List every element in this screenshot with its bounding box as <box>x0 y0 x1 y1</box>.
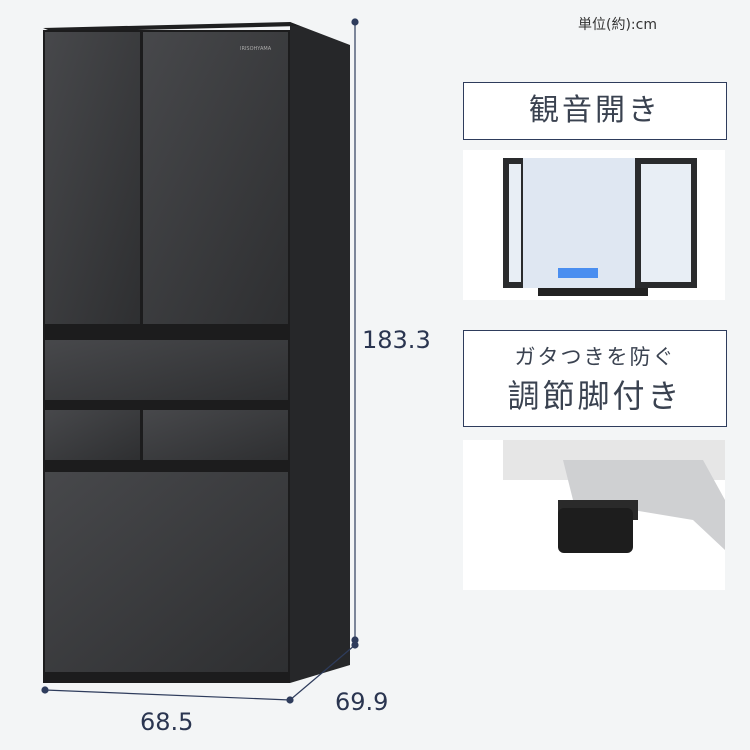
depth-dimension: 69.9 <box>335 688 389 716</box>
height-dimension: 183.3 <box>362 326 431 354</box>
bottom-drawer <box>45 472 288 672</box>
open-doors-photo <box>463 150 725 300</box>
feature-subtitle: ガタつきを防ぐ <box>514 345 676 369</box>
feature-adjustable-legs: ガタつきを防ぐ 調節脚付き <box>463 330 727 427</box>
feature-title: 調節脚付き <box>507 377 683 415</box>
right-door <box>143 32 288 324</box>
left-door <box>45 32 140 324</box>
drawer-2-left <box>45 410 140 460</box>
fridge-side <box>290 22 350 683</box>
refrigerator-illustration: IRISOHYAMA <box>41 18 359 704</box>
brand-logo: IRISOHYAMA <box>240 46 272 52</box>
width-dimension: 68.5 <box>140 708 194 736</box>
feature-double-door: 観音開き <box>463 82 727 140</box>
unit-label: 単位(約):cm <box>578 17 657 33</box>
adjustable-leg-photo <box>463 440 725 590</box>
dimension-lines <box>41 18 359 704</box>
fridge-top <box>43 22 300 32</box>
drawer-2-right <box>143 410 288 460</box>
drawer-1 <box>45 340 288 400</box>
